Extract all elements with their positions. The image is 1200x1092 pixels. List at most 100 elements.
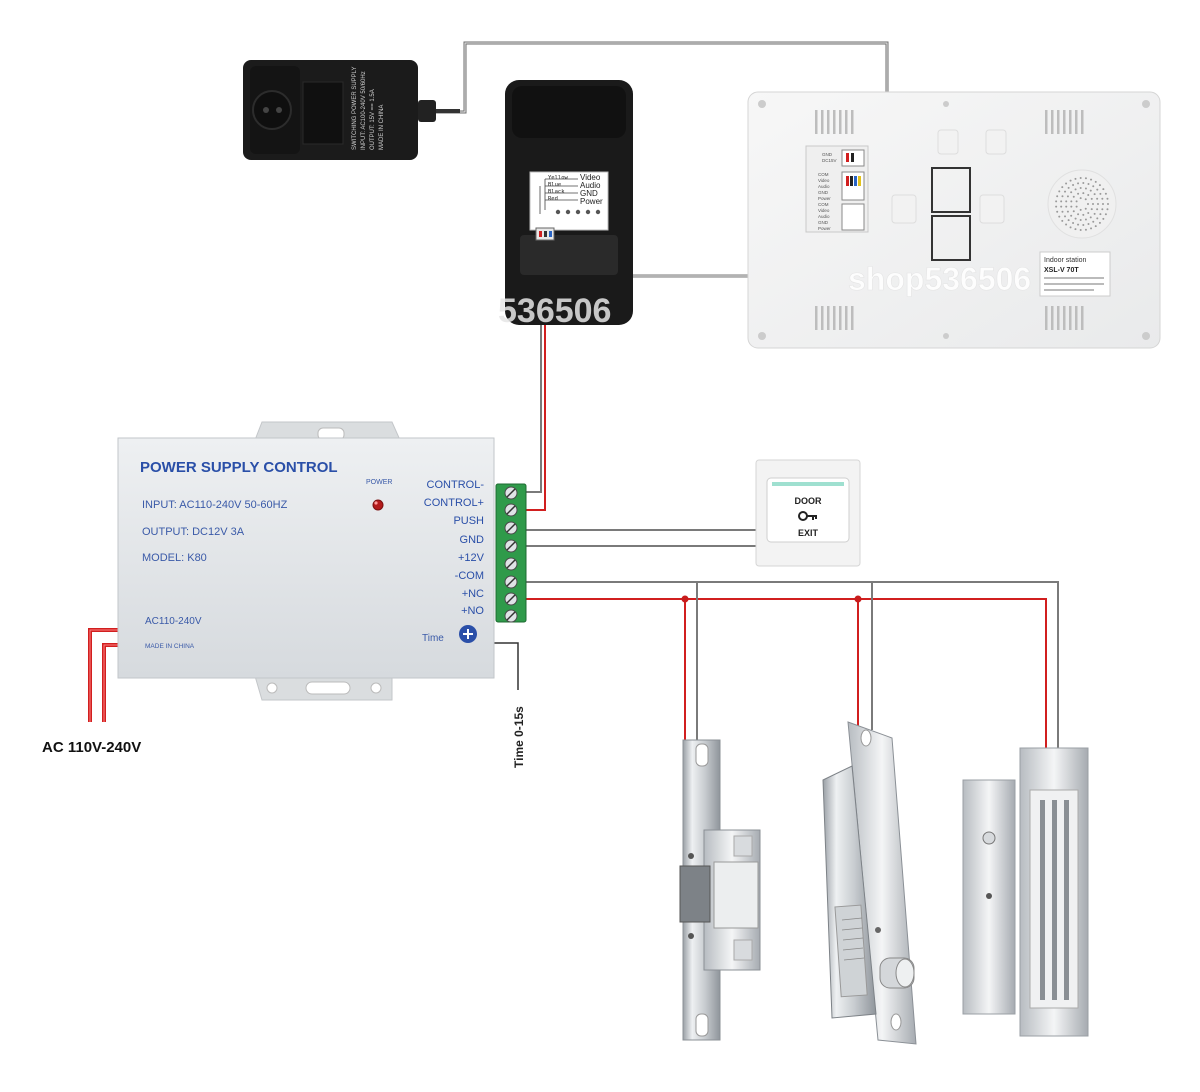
speaker-hole bbox=[1087, 183, 1090, 186]
outdoor-camera: Yellow Blue Black Red Video Audio GND Po… bbox=[498, 80, 633, 330]
speaker-hole bbox=[1061, 219, 1064, 222]
speaker-hole bbox=[1087, 212, 1090, 215]
speaker-hole bbox=[1092, 185, 1095, 188]
speaker-hole bbox=[1087, 222, 1090, 225]
speaker-hole bbox=[1090, 197, 1093, 200]
signal-label-power: Power bbox=[580, 197, 603, 206]
speaker-hole bbox=[1098, 184, 1101, 187]
speaker-hole bbox=[1079, 208, 1082, 211]
speaker-hole bbox=[1058, 215, 1061, 218]
speaker-hole bbox=[1102, 217, 1105, 220]
speaker-hole bbox=[1079, 187, 1082, 190]
plug-icon bbox=[252, 90, 292, 130]
monitor-watermark: shop536506 bbox=[848, 261, 1031, 297]
exit-button-line2: EXIT bbox=[798, 528, 819, 538]
speaker-hole bbox=[1090, 208, 1093, 211]
port-label-video-1: Video bbox=[818, 178, 830, 183]
terminal-screw-slot bbox=[506, 488, 516, 498]
speaker-hole bbox=[1093, 193, 1096, 196]
speaker-hole bbox=[1104, 213, 1107, 216]
port-label-power-1: Power bbox=[818, 196, 831, 201]
speaker-hole bbox=[1102, 188, 1105, 191]
speaker-hole bbox=[1077, 182, 1080, 185]
speaker-hole bbox=[1104, 192, 1107, 195]
speaker-hole bbox=[1061, 210, 1064, 213]
speaker-hole bbox=[1065, 223, 1068, 226]
terminal-labels: CONTROL- CONTROL+ PUSH GND +12V -COM +NC… bbox=[424, 479, 485, 617]
speaker-hole bbox=[1082, 213, 1085, 216]
speaker-hole bbox=[1064, 190, 1067, 193]
signal-label-video: Video bbox=[580, 173, 601, 182]
terminal-screw-slot bbox=[506, 611, 516, 621]
psu-input: INPUT: AC110-240V 50-60HZ bbox=[142, 499, 288, 511]
port-label-gnd-1: GND bbox=[818, 190, 829, 195]
psu-ac-label: AC110-240V bbox=[145, 616, 202, 627]
speaker-hole bbox=[1082, 182, 1085, 185]
speaker-hole bbox=[1096, 217, 1099, 220]
speaker-hole bbox=[1090, 178, 1093, 181]
speaker-hole bbox=[1089, 216, 1092, 219]
speaker-hole bbox=[1065, 205, 1068, 208]
camera-watermark: 536506 bbox=[498, 292, 611, 330]
psu-title: POWER SUPPLY CONTROL bbox=[140, 459, 338, 476]
speaker-hole bbox=[1102, 203, 1104, 205]
time-range-label: Time 0-15s bbox=[512, 706, 526, 768]
speaker-hole bbox=[1106, 197, 1109, 200]
terminal-screw-slot bbox=[506, 523, 516, 533]
port-label-power-2: Power bbox=[818, 226, 831, 231]
signal-label-gnd: GND bbox=[580, 189, 598, 198]
wire-label-red: Red bbox=[548, 196, 558, 202]
speaker-hole bbox=[1077, 213, 1080, 216]
speaker-hole bbox=[1096, 188, 1099, 191]
exit-button-line1: DOOR bbox=[795, 496, 823, 506]
speaker-hole bbox=[1066, 210, 1069, 213]
port-label-gnd-2: GND bbox=[818, 220, 829, 225]
electric-strike-lock bbox=[679, 739, 761, 1041]
terminal-screw-slot bbox=[506, 577, 516, 587]
speaker-hole bbox=[1099, 192, 1102, 195]
key-icon bbox=[798, 511, 817, 521]
terminal-screw-slot bbox=[506, 505, 516, 515]
speaker-hole bbox=[1061, 195, 1064, 198]
time-label: Time bbox=[422, 633, 444, 644]
signal-label-audio: Audio bbox=[580, 181, 601, 190]
speaker-hole bbox=[1082, 223, 1085, 226]
sticker-title: Indoor station bbox=[1044, 257, 1087, 264]
speaker-hole bbox=[1074, 177, 1077, 180]
speaker-hole bbox=[1084, 218, 1087, 221]
speaker-hole bbox=[1069, 226, 1072, 229]
speaker-hole bbox=[1072, 222, 1075, 225]
speaker-hole bbox=[1101, 208, 1104, 211]
speaker-hole bbox=[1096, 208, 1099, 211]
speaker-hole bbox=[1070, 214, 1073, 217]
speaker-hole bbox=[1107, 203, 1109, 205]
speaker-hole bbox=[1079, 218, 1082, 221]
speaker-hole bbox=[1089, 189, 1092, 192]
speaker-hole bbox=[1065, 182, 1068, 185]
speaker-hole bbox=[1093, 212, 1096, 215]
speaker-hole bbox=[1069, 179, 1072, 182]
terminal-screw-slot bbox=[506, 594, 516, 604]
speaker-hole bbox=[1072, 195, 1075, 198]
wire-label-blue: Blue bbox=[548, 182, 561, 188]
speaker-hole bbox=[1084, 198, 1087, 201]
terminal-label-push: PUSH bbox=[453, 515, 484, 527]
speaker-hole bbox=[1087, 203, 1089, 205]
adapter-label-3: OUTPUT: 15V == 1.5A bbox=[370, 89, 376, 150]
speaker-hole bbox=[1075, 205, 1078, 208]
terminal-label-com: -COM bbox=[455, 570, 484, 582]
speaker-hole bbox=[1061, 186, 1064, 189]
speaker-hole bbox=[1097, 203, 1099, 205]
speaker-hole bbox=[1082, 192, 1085, 195]
wire-label-black: Black bbox=[548, 189, 565, 195]
terminal-label-12v: +12V bbox=[458, 552, 485, 564]
speaker-hole bbox=[1074, 217, 1077, 220]
speaker-hole bbox=[1070, 200, 1073, 203]
psu-output: OUTPUT: DC12V 3A bbox=[142, 526, 245, 538]
speaker-hole bbox=[1092, 220, 1095, 223]
speaker-hole bbox=[1101, 197, 1104, 200]
speaker-hole bbox=[1072, 183, 1075, 186]
terminal-label-control-plus: CONTROL+ bbox=[424, 497, 484, 509]
terminal-label-gnd: GND bbox=[460, 534, 485, 546]
